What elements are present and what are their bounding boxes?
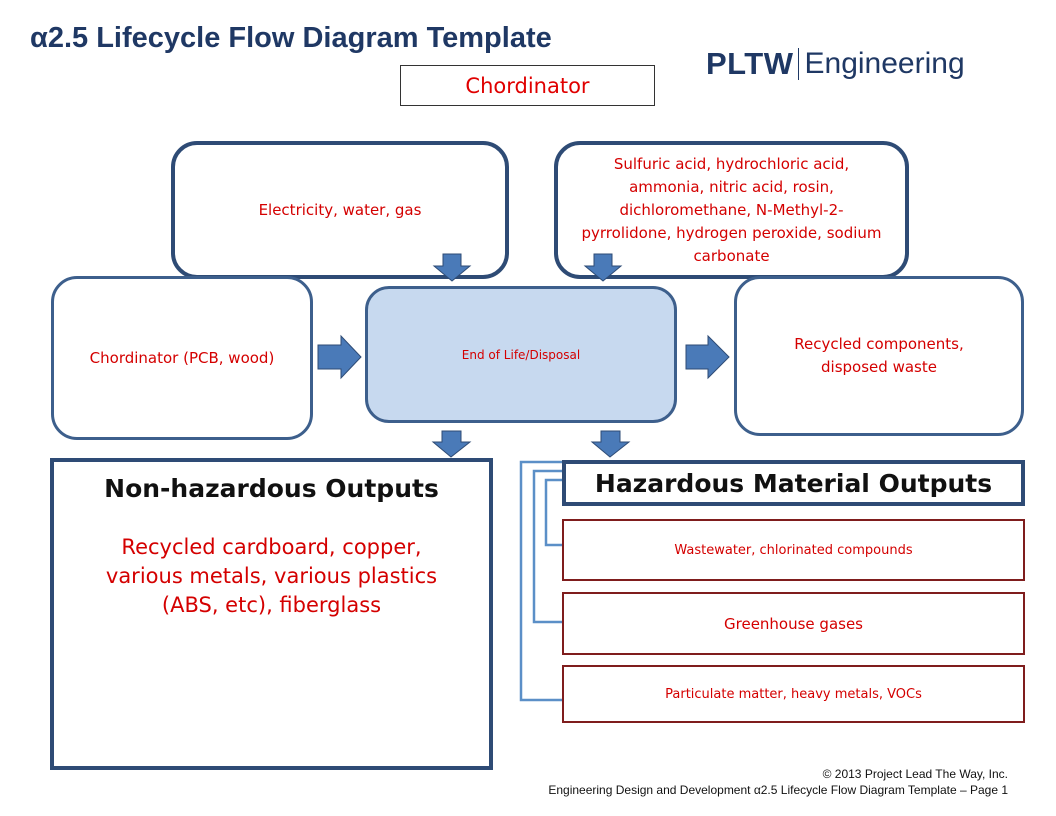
hazardous-outputs-heading-box: Hazardous Material Outputs <box>562 460 1025 506</box>
hazardous-item: Greenhouse gases <box>562 592 1025 655</box>
course-line-text: Engineering Design and Development α2.5 … <box>548 783 1008 797</box>
arrow-down-icon <box>431 430 472 458</box>
product-name: Chordinator <box>465 73 590 98</box>
arrow-down-icon <box>432 253 472 282</box>
bracket-line <box>519 460 562 702</box>
arrow-down-icon <box>583 253 623 282</box>
arrow-down-icon <box>590 430 631 458</box>
pltw-logo: PLTW Engineering <box>706 44 965 84</box>
product-name-box: Chordinator <box>400 65 655 106</box>
hazardous-item: Wastewater, chlorinated compounds <box>562 519 1025 581</box>
page-footer: © 2013 Project Lead The Way, Inc. Engine… <box>548 766 1008 798</box>
copyright-text: © 2013 Project Lead The Way, Inc. <box>822 767 1008 781</box>
non-hazardous-text: Recycled cardboard, copper, various meta… <box>105 535 438 617</box>
material-inputs-text: Chordinator (PCB, wood) <box>89 348 275 367</box>
bracket-line <box>532 469 562 624</box>
chemical-inputs-text: Sulfuric acid, hydrochloric acid, ammoni… <box>581 154 882 265</box>
hazardous-item-text: Wastewater, chlorinated compounds <box>674 542 913 558</box>
logo-primary-text: PLTW <box>706 46 794 81</box>
lifecycle-stage-box: End of Life/Disposal <box>365 286 677 423</box>
hazardous-item-text: Greenhouse gases <box>724 614 863 633</box>
outputs-text: Recycled components, disposed waste <box>794 335 964 376</box>
energy-inputs-text: Electricity, water, gas <box>258 200 422 219</box>
outputs-box: Recycled components, disposed waste <box>734 276 1024 436</box>
non-hazardous-outputs-box: Non-hazardous Outputs Recycled cardboard… <box>50 458 493 770</box>
bracket-line <box>544 478 562 547</box>
page-title: α2.5 Lifecycle Flow Diagram Template <box>30 22 552 54</box>
non-hazardous-heading: Non-hazardous Outputs <box>104 474 439 503</box>
lifecycle-stage-text: End of Life/Disposal <box>461 347 581 362</box>
logo-divider <box>797 48 799 80</box>
hazardous-outputs-heading: Hazardous Material Outputs <box>594 468 993 498</box>
hazardous-item: Particulate matter, heavy metals, VOCs <box>562 665 1025 723</box>
chemical-inputs-box: Sulfuric acid, hydrochloric acid, ammoni… <box>554 141 909 279</box>
material-inputs-box: Chordinator (PCB, wood) <box>51 276 313 440</box>
hazardous-item-text: Particulate matter, heavy metals, VOCs <box>665 686 922 702</box>
logo-secondary-text: Engineering <box>804 47 965 80</box>
arrow-right-icon <box>317 334 362 380</box>
arrow-right-icon <box>685 334 730 380</box>
